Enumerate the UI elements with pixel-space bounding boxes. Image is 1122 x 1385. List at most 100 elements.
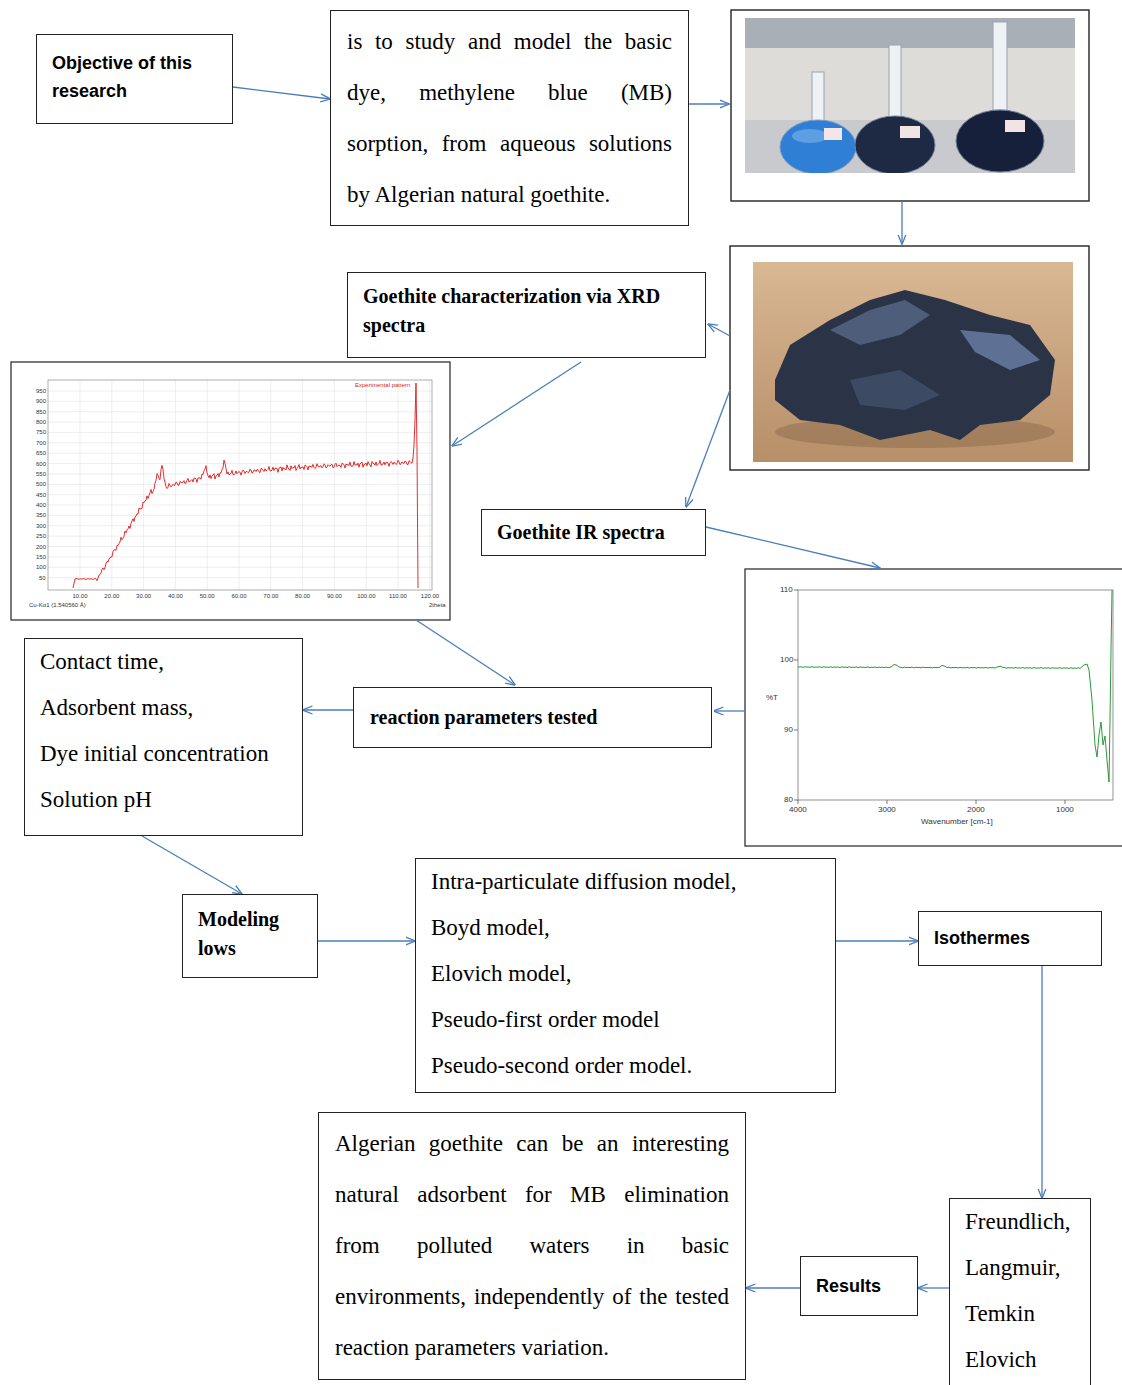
axis-tick: 650 [36,450,46,456]
axis-tick: 50 [39,575,46,581]
flask-blue [780,120,856,173]
photo-ground [753,262,1073,462]
node-text: Results [816,1272,902,1300]
grid-line [48,567,432,568]
node-text: Boyd model, [431,905,820,951]
node-text: Elovich [965,1337,1082,1383]
isotherm-list-box: Freundlich,Langmuir,TemkinElovich [949,1198,1091,1385]
conclusion-box: Algerian goethite can be an interesting … [318,1112,746,1380]
axis-tick: 120.00 [421,593,439,599]
axis-tick: 20.00 [104,593,119,599]
flask-highlight [792,129,828,143]
arrow [686,390,730,507]
photo-frame [731,10,1089,201]
grid-line [48,577,432,578]
node-text: Temkin [965,1291,1082,1337]
rock-facet [850,370,940,410]
axis-tick: 200 [36,544,46,550]
flow-arrow [318,940,415,941]
step-box: Goethite IR spectra [481,509,706,556]
axis-tick: 150 [36,554,46,560]
axis-tick: 850 [36,409,46,415]
photo-wall [745,18,1075,173]
axis-tick: 30.00 [136,593,151,599]
axis-tick: 250 [36,533,46,539]
arrow [706,527,880,568]
flask-photo [745,18,1075,173]
photo-frame [730,246,1089,470]
grid-line [48,442,432,443]
grid-line [48,391,432,392]
axis-title: Wavenumber [cm-1] [921,818,993,826]
axis-tick: 80.00 [295,593,310,599]
node-text: Freundlich, [965,1199,1082,1245]
axis-ticks [794,590,1065,804]
step-box: Results [800,1256,918,1316]
arrow [452,362,581,446]
flow-arrow [1041,966,1042,1198]
node-text: is to study and model the basic dye, met… [347,16,672,220]
flask-tag [1005,120,1025,132]
node-text: Pseudo-first order model [431,997,820,1043]
node-text: Pseudo-second order model. [431,1043,820,1089]
node-text: Elovich model, [431,951,820,997]
axis-title: %T [766,694,778,702]
flow-arrow [836,940,918,941]
axis-tick: 400 [36,502,46,508]
axis-tick: 100.00 [357,593,375,599]
flow-arrow [746,1287,800,1288]
axis-tick: 50.00 [200,593,215,599]
flow-arrow [142,836,242,894]
axis-tick: 600 [36,461,46,467]
axis-tick: 110.00 [389,593,407,599]
axis-tick: 700 [36,440,46,446]
arrow [708,324,730,336]
axis-tick: 90.00 [327,593,342,599]
rock [775,290,1055,440]
axis-tick: 1000 [1056,806,1074,814]
node-text: Langmuir, [965,1245,1082,1291]
axis-tick: 90 [784,726,793,734]
grid-line [48,453,432,454]
node-text: Contact time, [40,639,287,685]
axis-tick: 4000 [789,806,807,814]
node-text: Adsorbent mass, [40,685,287,731]
axis-tick: 900 [36,398,46,404]
node-text: Solution pH [40,777,287,823]
step-box: Modeling lows [182,894,318,978]
grid-line [48,432,432,433]
flask-dark [855,116,935,173]
axis-tick: 2000 [967,806,985,814]
step-box: Goethite characterization via XRD spectr… [347,272,706,358]
grid-line [48,401,432,402]
flask-neck [812,72,824,127]
axis-note: Cu-Kα1 (1.540560 Å) [29,602,86,608]
chart-grid [48,380,432,590]
plot-area [48,380,432,590]
photo-shelf [745,18,1075,48]
grid-line [48,546,432,547]
node-text: Algerian goethite can be an interesting … [335,1118,729,1373]
flow-arrow [303,709,353,710]
flask-neck [889,45,901,120]
axis-tick: 300 [36,523,46,529]
axis-tick: 3000 [878,806,896,814]
grid-line [48,515,432,516]
flask-tag [824,128,842,140]
node-text: reaction parameters tested [370,703,695,732]
axis-tick: 500 [36,481,46,487]
arrow [416,620,515,685]
axis-tick: 60.00 [232,593,247,599]
grid-line [48,411,432,412]
arrow [714,710,745,711]
axis-tick: 550 [36,471,46,477]
axis-tick: 950 [36,388,46,394]
axis-title: 2theta [429,602,446,608]
flow-arrow [233,87,330,99]
axis-tick: 70.00 [263,593,278,599]
arrow [689,103,729,104]
xrd-curve [73,383,418,588]
axis-tick: 750 [36,429,46,435]
legend-text: Experimental pattern [355,382,410,388]
